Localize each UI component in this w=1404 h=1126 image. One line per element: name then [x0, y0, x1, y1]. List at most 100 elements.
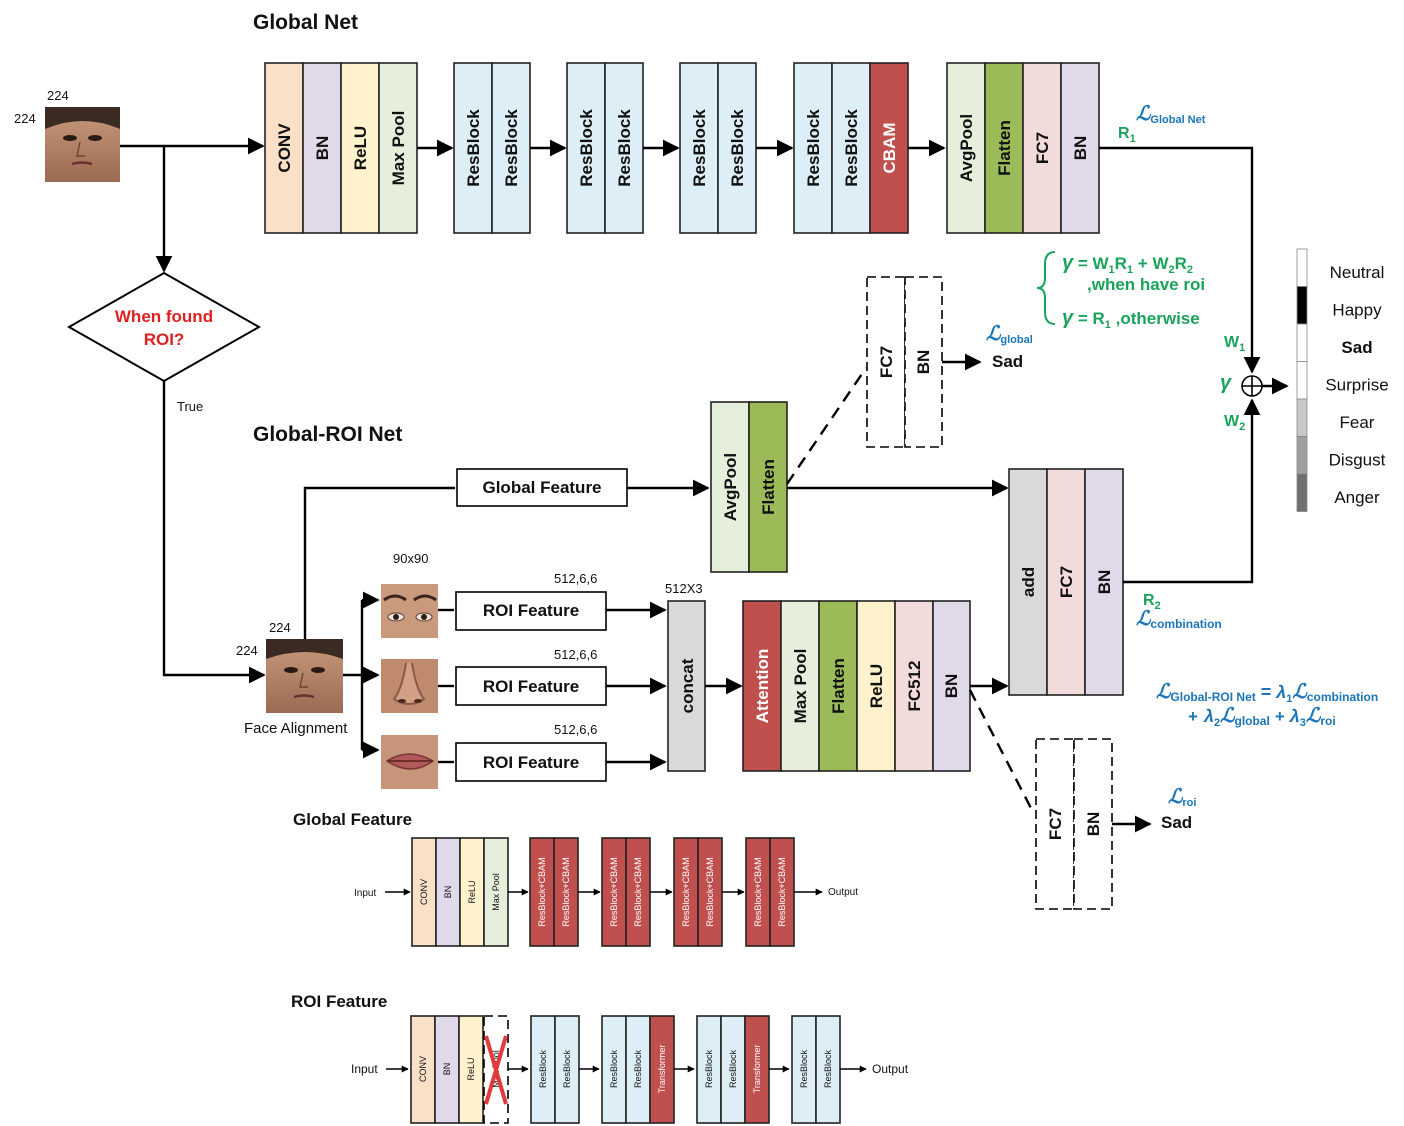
- resblock-label: ResBlock: [690, 109, 709, 187]
- roi-feature-stem: CONV BN ReLU Max Pool: [410, 1015, 509, 1124]
- eyes-roi-image: [381, 584, 438, 638]
- removed-cross-icon: [484, 1035, 508, 1105]
- global-aux-head: FC7 BN: [866, 276, 943, 448]
- true-label: True: [177, 399, 203, 414]
- output-label: Output: [828, 887, 858, 898]
- global-net-loss: ℒGlobal Net: [1136, 103, 1206, 126]
- global-net-title: Global Net: [253, 11, 358, 34]
- class-label: Anger: [1334, 488, 1380, 507]
- cbam-label: CBAM: [880, 123, 899, 174]
- svg-text:BN: BN: [443, 886, 453, 899]
- svg-text:ResBlock: ResBlock: [728, 1049, 738, 1088]
- class-probability-bar: [1296, 248, 1308, 512]
- resblock-label: ResBlock: [502, 109, 521, 187]
- global-aux-output: Sad: [992, 352, 1023, 371]
- resblock-label: ResBlock: [728, 109, 747, 187]
- class-bar-segment: [1296, 398, 1308, 437]
- svg-text:γ = R1 ,otherwise: γ = R1 ,otherwise: [1062, 307, 1200, 331]
- resblock-label: ResBlock: [804, 109, 823, 187]
- attention-label: Attention: [753, 649, 772, 724]
- global-feature-label: Global Feature: [482, 478, 601, 497]
- class-bar-segment: [1296, 436, 1308, 475]
- svg-text:CONV: CONV: [418, 1056, 428, 1082]
- maxpool-label: Max Pool: [791, 649, 810, 724]
- svg-text:ResBlock: ResBlock: [823, 1049, 833, 1088]
- svg-text:CONV: CONV: [419, 879, 429, 905]
- global-aux-loss: ℒglobal: [986, 323, 1033, 346]
- roi-dim-label: 512,6,6: [554, 722, 597, 737]
- w2-label: W2: [1224, 413, 1245, 433]
- conv-label: CONV: [275, 123, 294, 173]
- combination-loss: ℒcombination: [1136, 608, 1222, 631]
- fc512-label: FC512: [905, 660, 924, 711]
- resblock-stage-2: ResBlock ResBlock: [566, 62, 644, 234]
- bn-label: BN: [1071, 136, 1090, 161]
- global-feature-section-title: Global Feature: [293, 810, 412, 829]
- flatten-label: Flatten: [759, 459, 778, 515]
- class-label: Sad: [1341, 338, 1372, 357]
- relu-label: ReLU: [867, 664, 886, 708]
- fc7-label: FC7: [1046, 808, 1065, 840]
- resblock-label: ResBlock: [577, 109, 596, 187]
- gamma-label: γ: [1220, 372, 1233, 394]
- maxpool-label: Max Pool: [389, 111, 408, 186]
- bn-label: BN: [1095, 570, 1114, 595]
- roi-feature-label: ROI Feature: [483, 601, 579, 620]
- svg-text:ResBlock+CBAM: ResBlock+CBAM: [537, 857, 547, 926]
- roi-loss: ℒroi: [1168, 786, 1196, 809]
- resblock-label: ResBlock: [464, 109, 483, 187]
- w1-label: W1: [1224, 334, 1245, 354]
- resblock-stage-3: ResBlock ResBlock: [679, 62, 757, 234]
- roi-decision: When found ROI? True: [66, 271, 262, 414]
- global-feature-stem: CONV BN ReLU Max Pool: [411, 837, 509, 947]
- class-bar-segment: [1296, 286, 1308, 325]
- roi-feature-section-title: ROI Feature: [291, 992, 387, 1011]
- fc7-label: FC7: [877, 346, 896, 378]
- resblock-stage-4: ResBlock ResBlock CBAM: [793, 62, 909, 234]
- roi-feature-blocks: ResBlock ResBlock ResBlock ResBlock Tran…: [530, 1015, 841, 1124]
- nose-roi-image: [381, 659, 438, 713]
- decision-line2: ROI?: [144, 330, 185, 349]
- input-label: Input: [351, 1062, 378, 1076]
- resblock-label: ResBlock: [842, 109, 861, 187]
- add-label: add: [1019, 567, 1038, 597]
- svg-text:ResBlock: ResBlock: [538, 1049, 548, 1088]
- svg-text:+λ2ℒglobal+λ3ℒroi: +λ2ℒglobal+λ3ℒroi: [1188, 705, 1336, 729]
- bn-label: BN: [942, 674, 961, 699]
- class-label: Surprise: [1325, 376, 1388, 395]
- avgpool-label: AvgPool: [721, 453, 740, 521]
- svg-text:ℒGlobal-ROI Net = λ1ℒcombinati: ℒGlobal-ROI Net = λ1ℒcombination: [1156, 681, 1378, 705]
- svg-text:ResBlock+CBAM: ResBlock+CBAM: [633, 857, 643, 926]
- class-bar-segment: [1296, 361, 1308, 400]
- svg-text:ResBlock: ResBlock: [633, 1049, 643, 1088]
- total-loss-formula: ℒGlobal-ROI Net = λ1ℒcombination +λ2ℒglo…: [1156, 681, 1378, 729]
- svg-text:Transformer: Transformer: [752, 1045, 762, 1094]
- input-face-image: [45, 107, 120, 182]
- concat-label: concat: [678, 658, 697, 713]
- svg-text:γ = W1R1 + W2R2: γ = W1R1 + W2R2: [1062, 252, 1193, 276]
- conv-layer: [264, 62, 304, 234]
- svg-text:BN: BN: [442, 1063, 452, 1076]
- face-alignment-label: Face Alignment: [244, 720, 348, 737]
- class-label: Happy: [1332, 301, 1382, 320]
- input-width-label: 224: [47, 88, 69, 103]
- bn-label: BN: [1084, 812, 1103, 837]
- roi-aux-head: FC7 BN: [1035, 738, 1113, 910]
- class-bar-segment: [1296, 473, 1308, 512]
- svg-text:Transformer: Transformer: [657, 1045, 667, 1094]
- svg-text:ReLU: ReLU: [466, 1057, 476, 1080]
- roi-aux-output: Sad: [1161, 813, 1192, 832]
- svg-text:ResBlock: ResBlock: [562, 1049, 572, 1088]
- class-bar-segment: [1296, 248, 1308, 287]
- formula-condition: ,when have roi: [1087, 275, 1205, 294]
- svg-text:ResBlock+CBAM: ResBlock+CBAM: [705, 857, 715, 926]
- roi-dim-label: 512,6,6: [554, 647, 597, 662]
- output-label: Output: [872, 1062, 909, 1076]
- combination-stack: add FC7 BN: [1008, 468, 1124, 696]
- gamma-formula: γ = W1R1 + W2R2 ,when have roi γ = R1 ,o…: [1036, 251, 1205, 331]
- resblock-label: ResBlock: [615, 109, 634, 187]
- cbam-layer: [869, 62, 909, 234]
- global-feature-blocks: ResBlock+CBAM ResBlock+CBAM ResBlock+CBA…: [529, 837, 795, 947]
- input-label: Input: [354, 888, 376, 899]
